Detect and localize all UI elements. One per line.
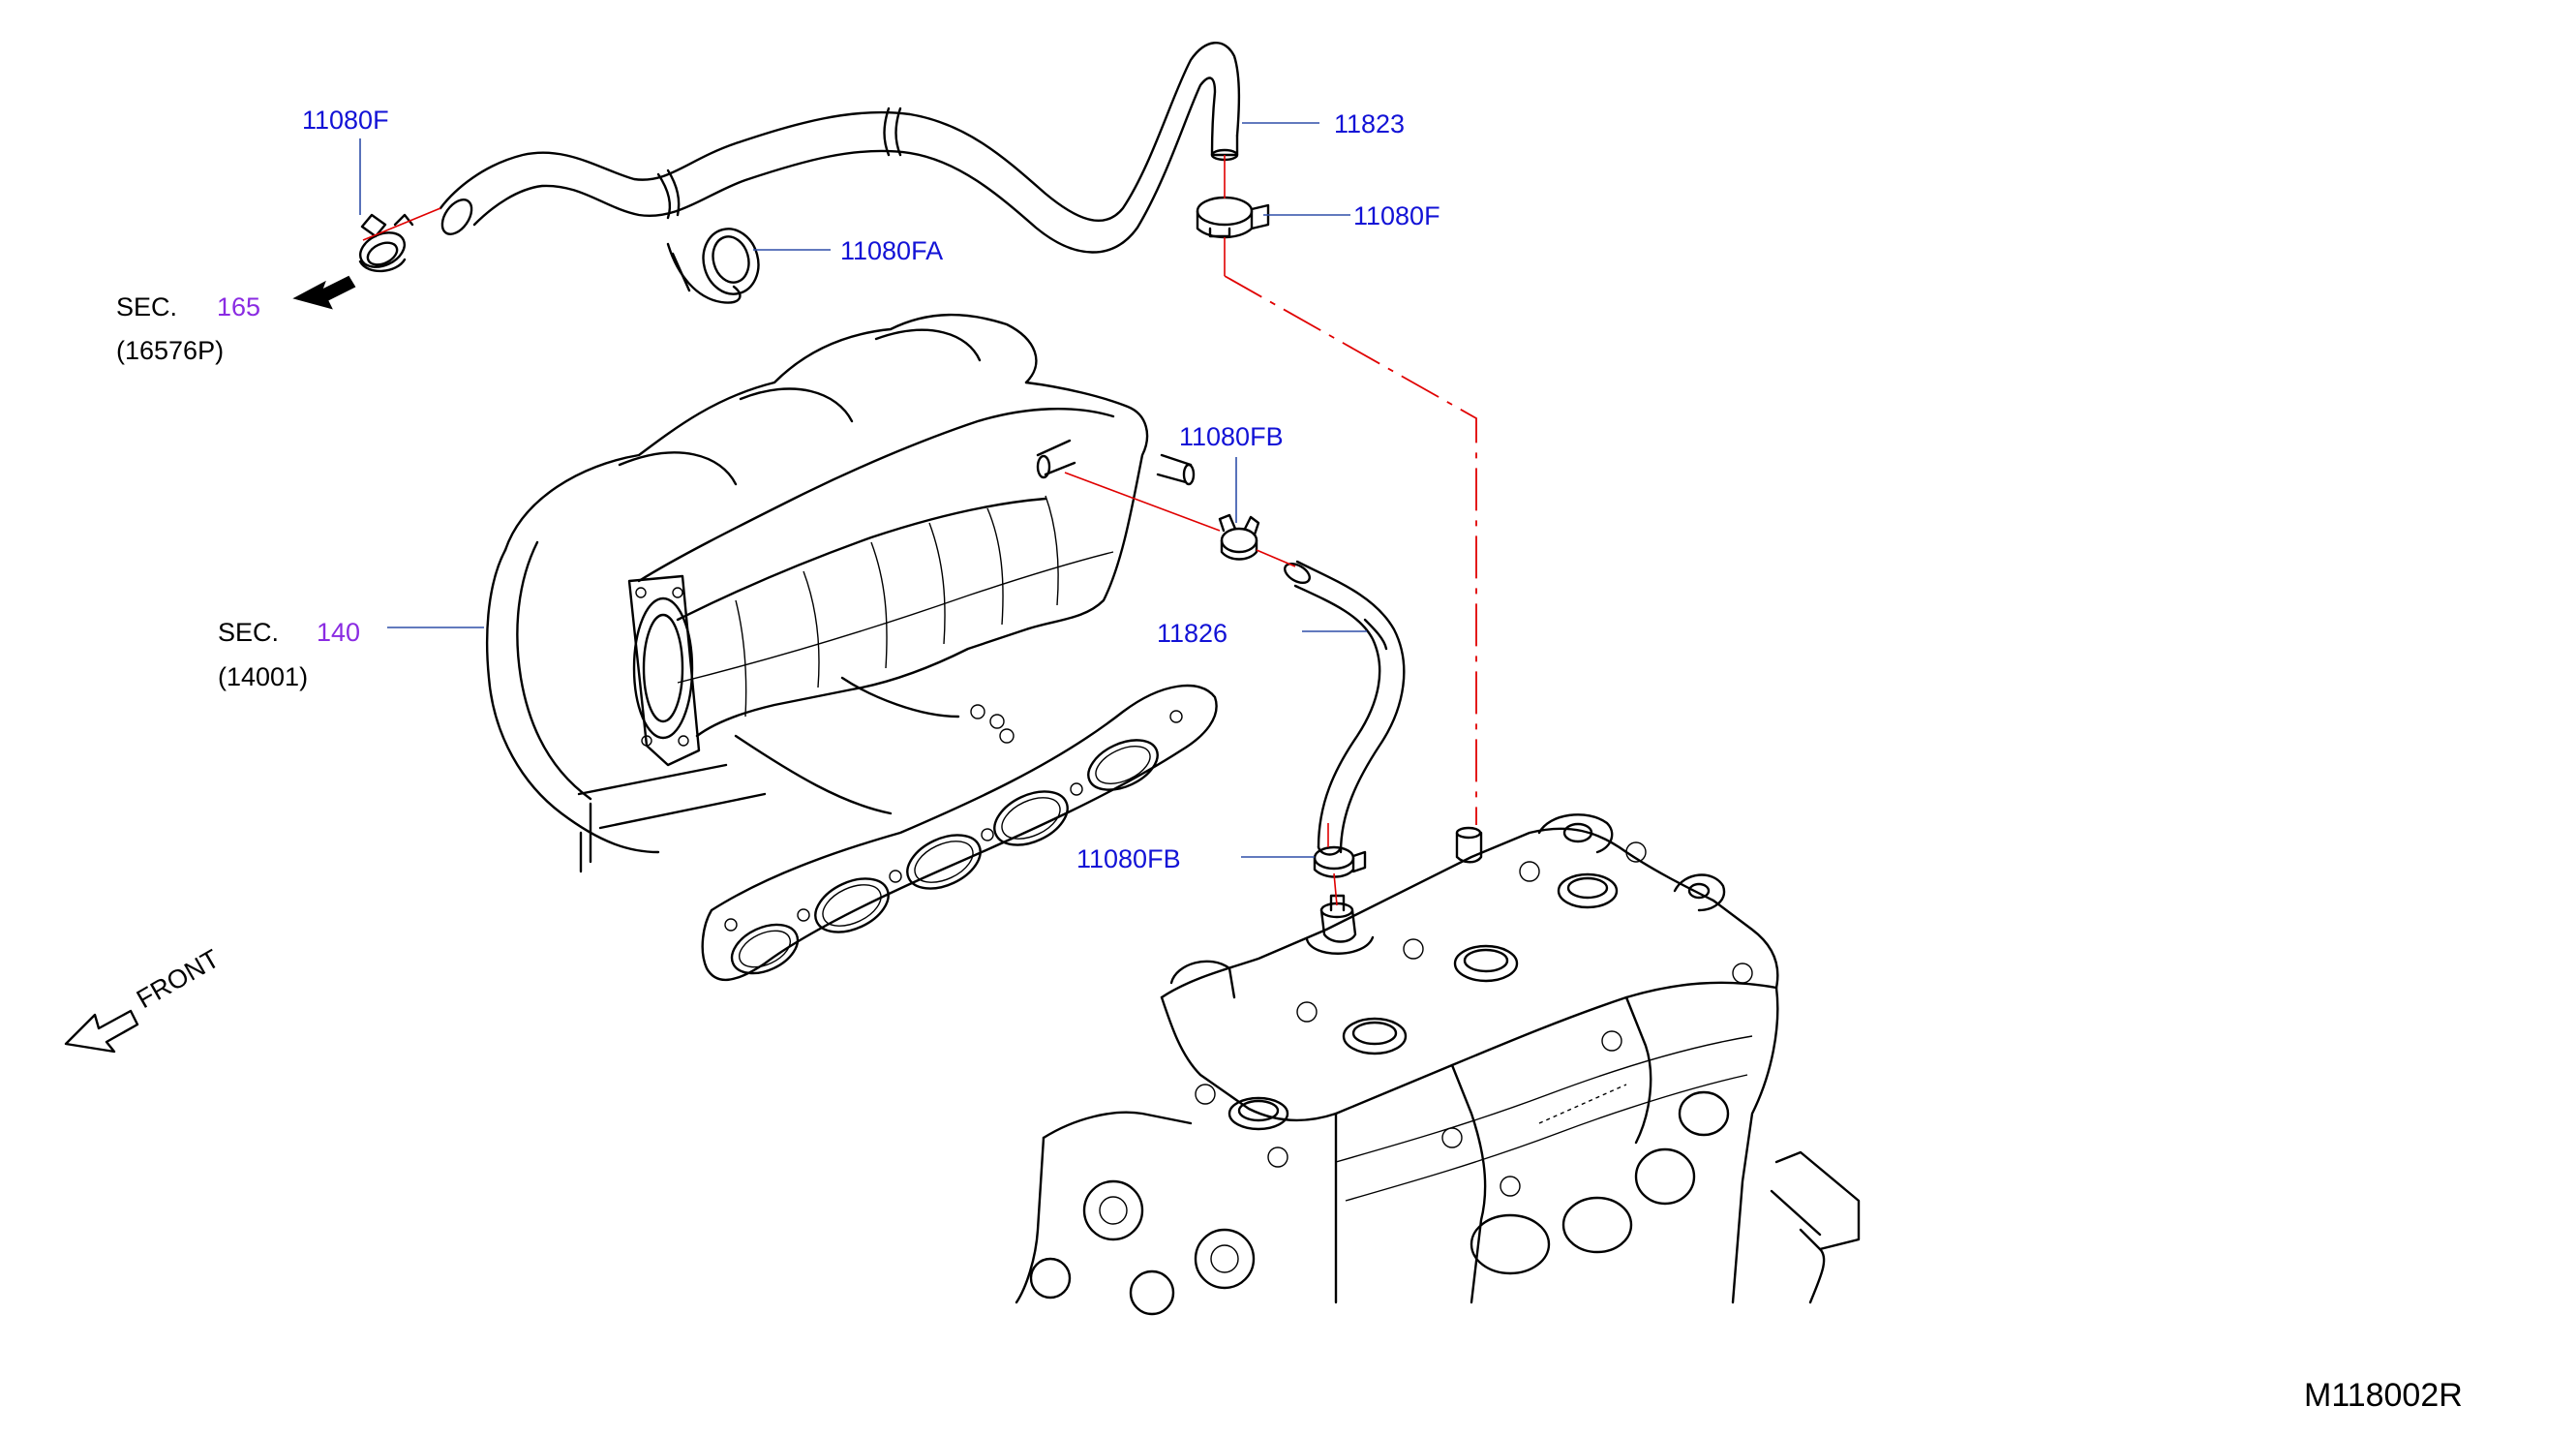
label-front: FRONT — [132, 944, 225, 1014]
label-sec140-part: (14001) — [218, 662, 308, 691]
label-hose-11826: 11826 — [1157, 619, 1227, 648]
leader-lines — [359, 122, 1367, 858]
intake-manifold — [485, 313, 1218, 982]
label-clamp-11080f-top-left: 11080F — [302, 106, 389, 135]
label-sec165-prefix: SEC. — [116, 292, 177, 321]
label-sec140-prefix: SEC. — [218, 618, 279, 647]
clamp-11080f-top-right — [1196, 196, 1270, 239]
clamp-11080fa — [666, 228, 760, 304]
label-clamp-11080fb-upper: 11080FB — [1179, 422, 1284, 451]
label-sec140-number: 140 — [317, 618, 360, 647]
label-clamp-11080fb-lower: 11080FB — [1076, 844, 1181, 873]
label-clamp-11080f-top-right: 11080F — [1353, 201, 1440, 230]
cylinder-head — [1015, 813, 1861, 1316]
connection-lines — [362, 155, 1477, 906]
hose-11826 — [1284, 560, 1406, 856]
diagram-code: M118002R — [2304, 1377, 2463, 1414]
clamp-11080fb-upper — [1218, 513, 1260, 561]
direction-arrow-icon — [292, 275, 356, 310]
label-clamp-11080fa: 11080FA — [840, 236, 943, 265]
label-sec165-number: 165 — [217, 292, 260, 321]
clamp-11080f-top-left — [358, 213, 414, 273]
breather-hose-11823 — [439, 41, 1241, 254]
label-hose-11823: 11823 — [1334, 109, 1405, 138]
label-sec165-part: (16576P) — [116, 336, 224, 365]
front-direction-icon — [64, 1009, 139, 1054]
